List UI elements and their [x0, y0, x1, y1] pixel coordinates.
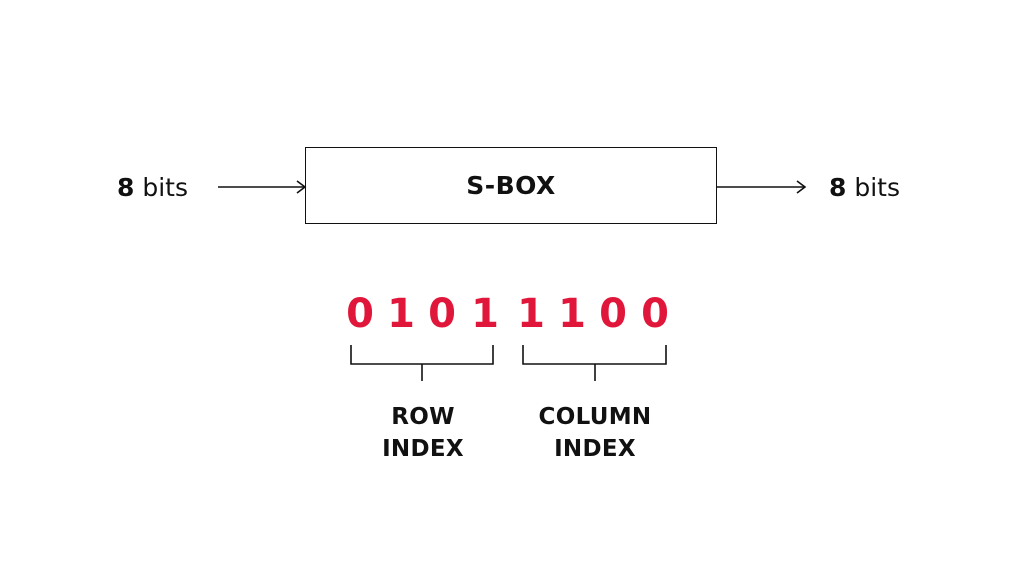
column-index-label-line1: COLUMN	[538, 404, 652, 430]
bit-digit-7: 0	[599, 291, 627, 337]
bit-digit-3: 0	[428, 291, 456, 337]
output-bits-unit: bits	[854, 173, 901, 202]
sbox-title: S-BOX	[466, 171, 556, 200]
input-bits-count: 8	[117, 173, 135, 202]
input-bits-unit: bits	[142, 173, 189, 202]
column-index-label: COLUMN INDEX	[520, 401, 670, 465]
column-index-bracket	[522, 345, 667, 381]
row-index-bracket	[350, 345, 494, 381]
row-index-label-line2: INDEX	[382, 436, 464, 462]
output-arrow	[717, 180, 807, 194]
bit-digit-2: 1	[387, 291, 415, 337]
bit-digit-4: 1	[471, 291, 499, 337]
input-bits-label: 8 bits	[117, 172, 188, 204]
bit-digit-8: 0	[641, 291, 669, 337]
input-arrow	[218, 180, 307, 194]
output-bits-count: 8	[829, 173, 847, 202]
row-index-label: ROW INDEX	[356, 401, 490, 465]
sbox-block: S-BOX	[305, 147, 717, 224]
output-bits-label: 8 bits	[829, 172, 900, 204]
bit-digit-1: 0	[346, 291, 374, 337]
row-index-label-line1: ROW	[391, 404, 455, 430]
bit-digit-5: 1	[517, 291, 545, 337]
bit-digit-6: 1	[558, 291, 586, 337]
column-index-label-line2: INDEX	[554, 436, 636, 462]
